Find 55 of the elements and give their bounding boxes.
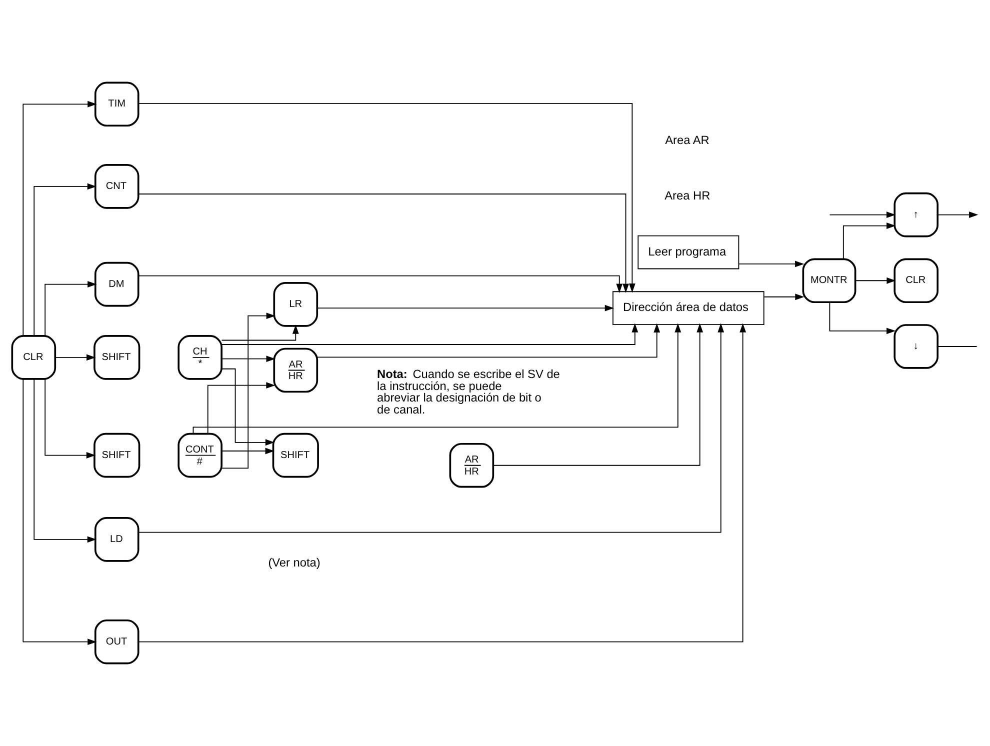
node-box: LR [273, 282, 318, 327]
node-box: SHIFT [94, 335, 140, 380]
arrow [937, 212, 978, 218]
arrow [34, 378, 96, 543]
node-box: AR HR [273, 348, 318, 393]
node-box: SHIFT [94, 432, 140, 478]
connector [937, 346, 978, 347]
node-box: ↑ [894, 192, 939, 238]
arrow [138, 275, 623, 293]
arrow [854, 277, 896, 284]
arrow [34, 183, 97, 336]
node-box: CNT [94, 164, 140, 209]
node-box: CLR [11, 335, 56, 380]
label: (Ver nota) [268, 555, 320, 570]
label: Nota: Cuando se escribe el SV de la instrucción, se puede abreviar la designación de bit o de canal. [377, 366, 560, 417]
arrow [44, 281, 97, 336]
node-box: LD [94, 517, 140, 562]
arrow [221, 323, 638, 345]
node-box: CH * [178, 335, 222, 380]
node-box: CLR [894, 258, 939, 304]
arrow [764, 294, 804, 300]
node-box: AR HR [449, 442, 494, 488]
arrow [221, 448, 274, 454]
node-box: CONT # [178, 432, 222, 478]
arrow [138, 103, 636, 293]
arrow [22, 100, 97, 336]
arrow [192, 323, 682, 434]
arrow [316, 304, 614, 312]
arrow [829, 212, 896, 218]
arrow [842, 222, 896, 260]
arrow [221, 324, 299, 341]
arrow [55, 354, 96, 361]
arrow [221, 312, 276, 469]
node-box: Dirección área de datos [612, 291, 764, 325]
node-box: SHIFT [272, 432, 319, 478]
node-box: DM [94, 262, 140, 307]
arrow [138, 323, 746, 642]
node-box: MONTR [802, 258, 856, 304]
label: Area HR [664, 188, 710, 203]
node-box: Leer programa [638, 235, 740, 270]
node-box: ↓ [894, 324, 939, 369]
arrow [138, 194, 629, 293]
arrow [22, 378, 97, 646]
arrow [44, 378, 96, 458]
node-box: TIM [94, 82, 140, 127]
arrow [493, 323, 704, 466]
label: Area AR [665, 132, 710, 147]
arrow [738, 260, 804, 268]
arrow [138, 323, 724, 533]
arrow [207, 382, 276, 434]
node-box: OUT [94, 619, 140, 664]
arrow [221, 368, 275, 446]
arrow [316, 323, 660, 358]
arrow [221, 356, 276, 362]
arrow [829, 302, 896, 334]
